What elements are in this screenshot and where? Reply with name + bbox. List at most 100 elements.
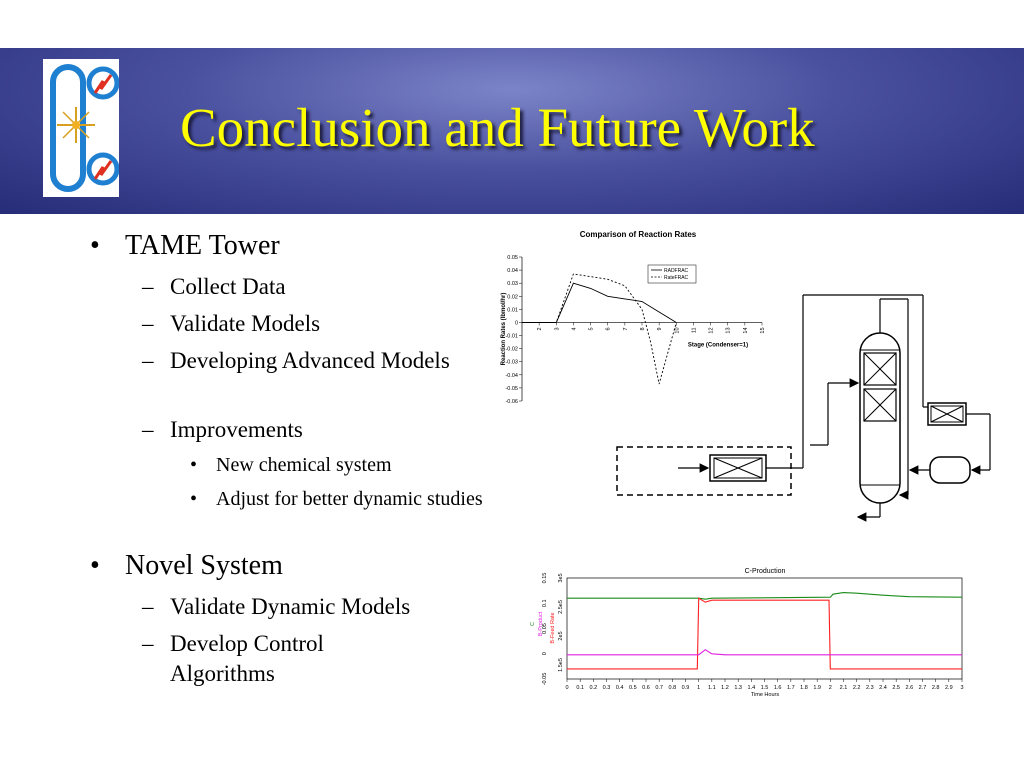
sub-bullet-marker: – <box>142 631 154 656</box>
x-tick-label: 0.5 <box>629 685 637 691</box>
x-tick-label: 1.6 <box>774 685 782 691</box>
y-tick-label: -0.02 <box>505 347 518 353</box>
x-tick-label: 12 <box>709 327 715 333</box>
x-axis-label: Stage (Condenser=1) <box>688 342 748 348</box>
bullet-improvements: Improvements <box>170 417 303 442</box>
x-tick-label: 14 <box>743 327 749 333</box>
x-tick-label: 1.8 <box>800 685 808 691</box>
axis2-tick-label: 2.5e5 <box>558 600 564 614</box>
legend-box <box>647 264 697 284</box>
x-tick-label: 3 <box>960 685 963 691</box>
y-tick-label: 0.05 <box>507 255 518 261</box>
x-tick-label: 2.9 <box>945 685 953 691</box>
reaction-rates-chart: Comparison of Reaction Rates 0.05 0.04 0.03… <box>501 230 766 405</box>
sub-sub-bullet-marker: • <box>190 488 198 510</box>
x-tick-label: 1 <box>697 685 700 691</box>
axis1-tick-label: 0 <box>542 652 548 655</box>
x-tick-label: 2.1 <box>840 685 848 691</box>
bullet-new-chemical-system: New chemical system <box>216 454 392 476</box>
sub-bullet-marker: – <box>142 274 154 299</box>
axis3-label: B-Product <box>538 611 544 636</box>
x-tick-label: 11 <box>691 327 697 333</box>
y-tick-label: 0.04 <box>507 268 518 274</box>
legend-label: RateFRAC <box>664 275 689 281</box>
axis2-label: B-Feed Rate <box>550 612 556 643</box>
axis2-tick-label: 2e5 <box>558 631 564 640</box>
x-tick-label: 4 <box>571 327 577 330</box>
x-tick-label: 9 <box>657 327 663 330</box>
x-tick-label: 1.4 <box>748 685 756 691</box>
x-tick-label: 0.6 <box>642 685 650 691</box>
reactor-column <box>859 332 901 504</box>
series-line-ratefrac <box>522 273 677 385</box>
legend-label: RADFRAC <box>664 268 689 274</box>
axis1-tick-label: 0.1 <box>542 599 548 607</box>
x-tick-label: 2.7 <box>919 685 927 691</box>
axis1-tick-label: -0.05 <box>542 673 548 686</box>
y-tick-label: -0.06 <box>505 399 518 405</box>
y-axis-label: Reaction Rates (lbmol/hr) <box>501 293 507 366</box>
x-tick-label: 0.2 <box>590 685 598 691</box>
x-tick-label: 2.2 <box>853 685 861 691</box>
chart-title: C-Production <box>745 568 786 575</box>
bullet-developing-advanced-models: Developing Advanced Models <box>170 348 450 373</box>
y-tick-label: 0.03 <box>507 281 518 287</box>
x-tick-label: 2 <box>829 685 832 691</box>
y-tick-label: -0.04 <box>505 373 518 379</box>
bullet-novel-system: Novel System <box>125 550 283 581</box>
x-tick-label: 6 <box>606 327 612 330</box>
x-tick-label: 1.1 <box>708 685 716 691</box>
x-tick-label: 0.1 <box>576 685 584 691</box>
x-tick-label: 10 <box>674 327 680 333</box>
sub-bullet-marker: – <box>142 348 154 373</box>
x-tick-label: 0.3 <box>603 685 611 691</box>
sub-bullet-marker: – <box>142 417 154 442</box>
x-tick-label: 2.5 <box>892 685 900 691</box>
x-tick-label: 0.4 <box>616 685 624 691</box>
x-tick-label: 2.3 <box>866 685 874 691</box>
axis1-tick-label: 0.15 <box>542 573 548 584</box>
y-tick-label: 0.02 <box>507 294 518 300</box>
series-line-b-product <box>567 649 962 656</box>
y-tick-label: 0 <box>515 320 518 326</box>
bullet-validate-dynamic-models: Validate Dynamic Models <box>170 594 411 619</box>
plot-frame <box>566 577 963 680</box>
axis1-tick-label: 0.05 <box>542 623 548 634</box>
x-tick-label: 2.4 <box>879 685 887 691</box>
x-tick-label: 0.9 <box>682 685 690 691</box>
bullet-adjust-dynamic-studies: Adjust for better dynamic studies <box>216 488 483 510</box>
bullet-marker: • <box>90 230 100 261</box>
y-tick-label: -0.05 <box>505 386 518 392</box>
x-tick-label: 1.9 <box>813 685 821 691</box>
x-tick-label: 0 <box>565 685 568 691</box>
x-axis-label: Time Hours <box>751 692 779 698</box>
bullet-develop-control-algorithms: Develop Control Algorithms <box>170 631 324 686</box>
x-tick-label: 5 <box>589 327 595 330</box>
x-tick-label: 2 <box>537 327 543 330</box>
x-tick-label: 1.2 <box>721 685 729 691</box>
heat-exchanger <box>927 402 991 475</box>
y-tick-label: 0.01 <box>507 307 518 313</box>
x-tick-label: 2.8 <box>932 685 940 691</box>
chart-title: Comparison of Reaction Rates <box>580 230 697 239</box>
series-line-c <box>567 592 963 600</box>
x-tick-label: 8 <box>640 327 646 330</box>
sub-bullet-marker: – <box>142 594 154 619</box>
axis1-label: C <box>530 622 536 626</box>
series-line-b-feed-rate <box>567 597 962 670</box>
bullet-collect-data: Collect Data <box>170 274 286 299</box>
x-tick-label: 1.3 <box>734 685 742 691</box>
bullet-marker: • <box>90 550 100 581</box>
sub-sub-bullet-marker: • <box>190 454 198 476</box>
sub-bullet-marker: – <box>142 311 154 336</box>
x-tick-label: 2.6 <box>906 685 914 691</box>
pre-reactor <box>616 294 928 496</box>
x-tick-label: 1.5 <box>761 685 769 691</box>
x-tick-label: 7 <box>623 327 629 330</box>
bullet-tame-tower: TAME Tower <box>125 230 280 261</box>
axis2-tick-label: 1.5e5 <box>558 658 564 672</box>
title-banner <box>0 48 1024 214</box>
x-tick-label: 13 <box>726 327 732 333</box>
process-flow-diagram <box>616 294 991 522</box>
